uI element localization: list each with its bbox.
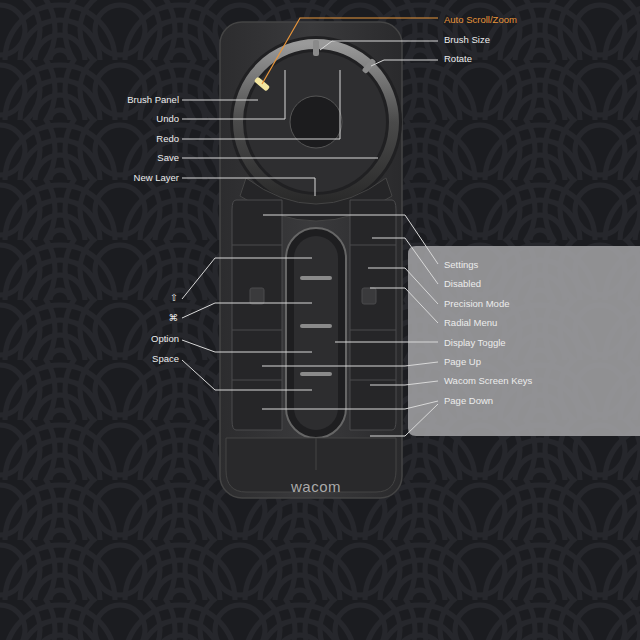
ring-inner — [246, 52, 386, 192]
highlight-label: Auto Scroll/Zoom — [444, 14, 517, 26]
callout-label: Settings — [444, 259, 478, 271]
ring-base — [230, 36, 402, 208]
callout-label: Space — [152, 353, 179, 365]
callout-label: ⇧ — [170, 292, 178, 304]
callout-label: Precision Mode — [444, 298, 509, 310]
center-rocker — [286, 228, 346, 438]
callout-label: Option — [151, 333, 179, 345]
callout-label: Page Up — [444, 356, 481, 368]
highlight-panel — [408, 246, 640, 436]
ring-indicator — [362, 58, 377, 74]
callout-label: Redo — [156, 133, 179, 145]
callout-label: ⌘ — [169, 312, 179, 324]
callout-label: Page Down — [444, 395, 493, 407]
callout-label: Brush Size — [444, 34, 490, 46]
callout-label: New Layer — [134, 172, 179, 184]
callout-label: Undo — [156, 113, 179, 125]
leader-line-highlight — [262, 18, 438, 84]
remote-body — [220, 22, 402, 498]
center-button — [290, 96, 342, 148]
callout-label: Radial Menu — [444, 317, 497, 329]
callout-label: Disabled — [444, 278, 481, 290]
callout-label: Save — [157, 152, 179, 164]
ring-indicator — [313, 40, 319, 56]
rocker-ridges — [300, 276, 332, 376]
key-divider — [316, 438, 317, 470]
leader-lines — [182, 41, 438, 436]
callout-label: Wacom Screen Keys — [444, 375, 532, 387]
callout-label: Display Toggle — [444, 337, 506, 349]
bottom-keys — [226, 438, 396, 492]
callout-label: Brush Panel — [127, 94, 179, 106]
brand-logo: wacom — [291, 481, 341, 493]
callout-label: Rotate — [444, 53, 472, 65]
touch-ring — [238, 44, 394, 200]
center-rocker-inner — [294, 236, 338, 430]
